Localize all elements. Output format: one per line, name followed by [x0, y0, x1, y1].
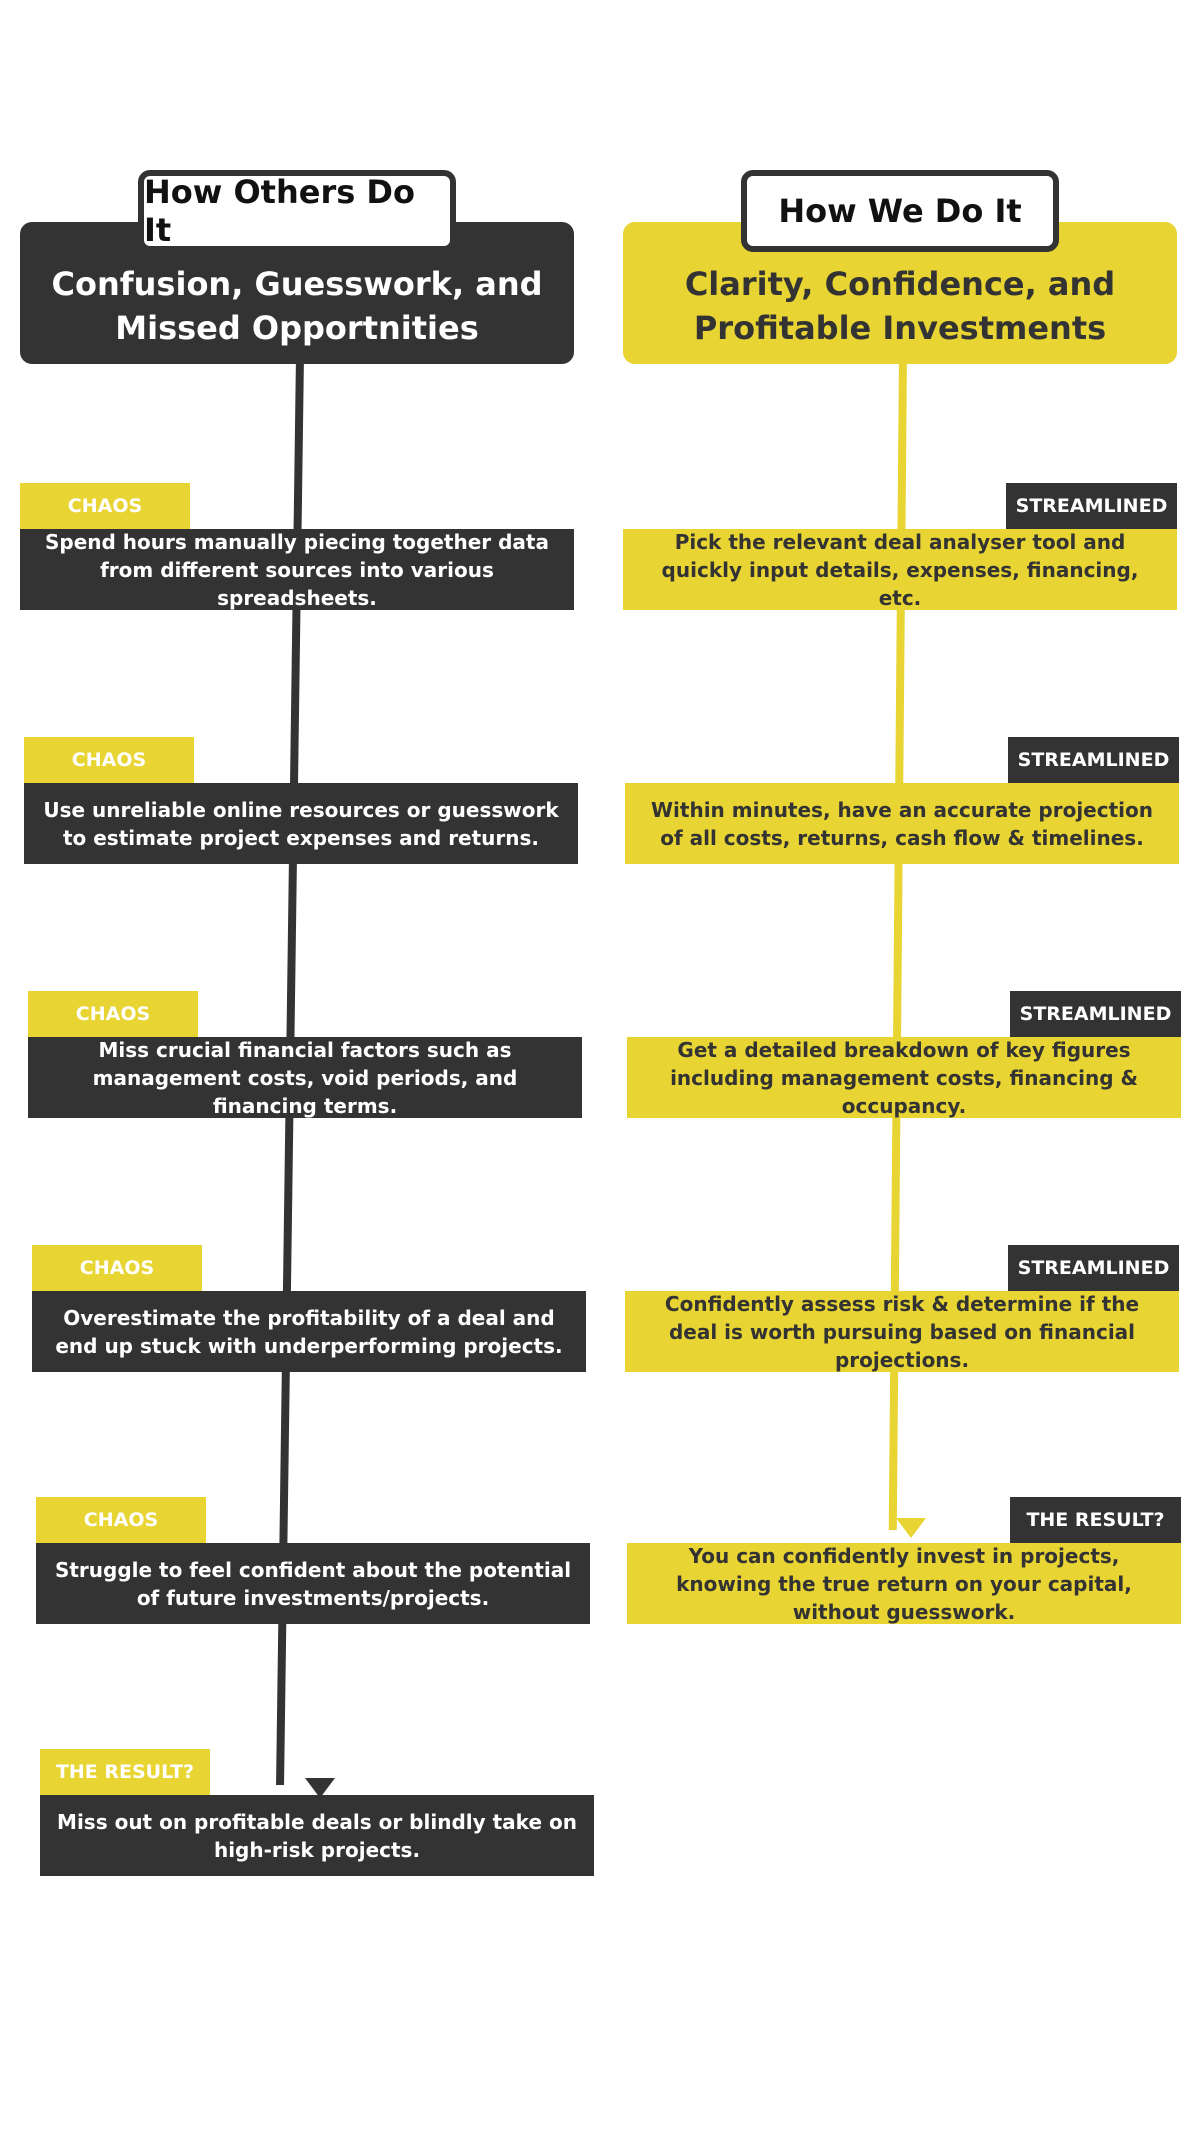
left-arrow-head [305, 1778, 335, 1798]
right-result-label: THE RESULT? [1010, 1497, 1181, 1543]
right-step-4-box: Confidently assess risk & determine if t… [625, 1291, 1179, 1372]
right-tab-title: How We Do It [741, 170, 1059, 252]
left-tab-title: How Others Do It [138, 170, 456, 252]
right-step-4-label: STREAMLINED [1008, 1245, 1179, 1291]
left-result-label: THE RESULT? [40, 1749, 210, 1795]
right-step-3-label: STREAMLINED [1010, 991, 1181, 1037]
right-step-3-box: Get a detailed breakdown of key figures … [627, 1037, 1181, 1118]
left-step-2-box: Use unreliable online resources or guess… [24, 783, 578, 864]
right-step-1-box: Pick the relevant deal analyser tool and… [623, 529, 1177, 610]
right-result-box: You can confidently invest in projects, … [627, 1543, 1181, 1624]
left-step-4-box: Overestimate the profitability of a deal… [32, 1291, 586, 1372]
right-step-2-label: STREAMLINED [1008, 737, 1179, 783]
right-step-2-box: Within minutes, have an accurate project… [625, 783, 1179, 864]
left-step-5-box: Struggle to feel confident about the pot… [36, 1543, 590, 1624]
left-step-1-label: CHAOS [20, 483, 190, 529]
left-step-5-label: CHAOS [36, 1497, 206, 1543]
right-step-1-label: STREAMLINED [1006, 483, 1177, 529]
left-step-3-box: Miss crucial financial factors such as m… [28, 1037, 582, 1118]
left-step-3-label: CHAOS [28, 991, 198, 1037]
left-header-title: Confusion, Guesswork, and Missed Opportn… [20, 222, 574, 364]
right-arrow-head [896, 1518, 926, 1538]
left-step-2-label: CHAOS [24, 737, 194, 783]
left-step-4-label: CHAOS [32, 1245, 202, 1291]
left-step-1-box: Spend hours manually piecing together da… [20, 529, 574, 610]
left-result-box: Miss out on profitable deals or blindly … [40, 1795, 594, 1876]
